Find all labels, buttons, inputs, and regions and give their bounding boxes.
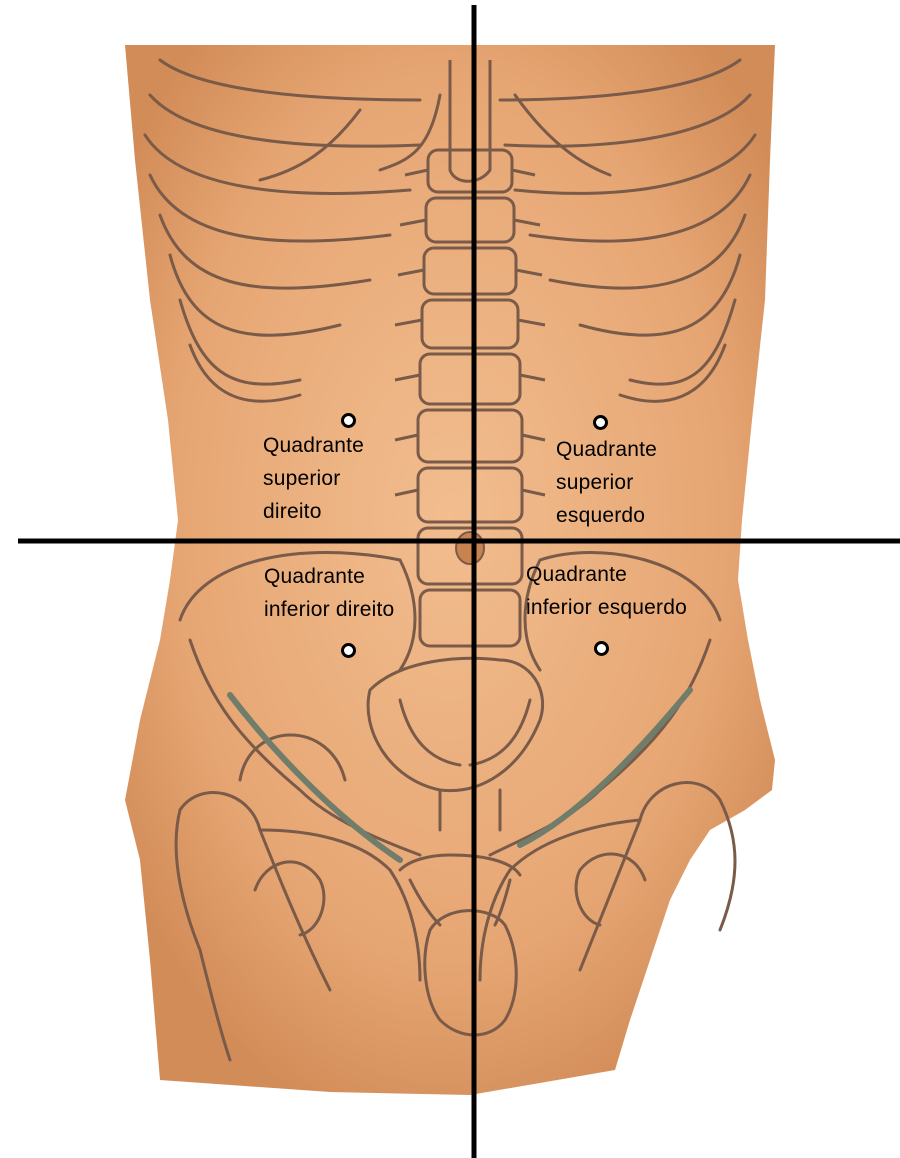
label-line: direito xyxy=(263,495,364,528)
label-line: esquerdo xyxy=(556,499,657,532)
label-line: inferior direito xyxy=(264,593,394,626)
circle-dot-icon xyxy=(341,643,356,658)
label-line: inferior esquerdo xyxy=(526,591,687,624)
label-lower-right-quadrant: Quadrante inferior direito xyxy=(264,560,394,626)
circle-dot-icon xyxy=(594,641,609,656)
label-line: Quadrante xyxy=(264,560,394,593)
label-upper-left-quadrant: Quadrante superior esquerdo xyxy=(556,433,657,532)
label-line: Quadrante xyxy=(526,558,687,591)
circle-dot-icon xyxy=(341,413,356,428)
navel xyxy=(456,532,484,564)
label-upper-right-quadrant: Quadrante superior direito xyxy=(263,429,364,528)
label-lower-left-quadrant: Quadrante inferior esquerdo xyxy=(526,558,687,624)
circle-dot-icon xyxy=(593,415,608,430)
label-line: Quadrante xyxy=(556,433,657,466)
label-line: Quadrante xyxy=(263,429,364,462)
label-line: superior xyxy=(263,462,364,495)
label-line: superior xyxy=(556,466,657,499)
